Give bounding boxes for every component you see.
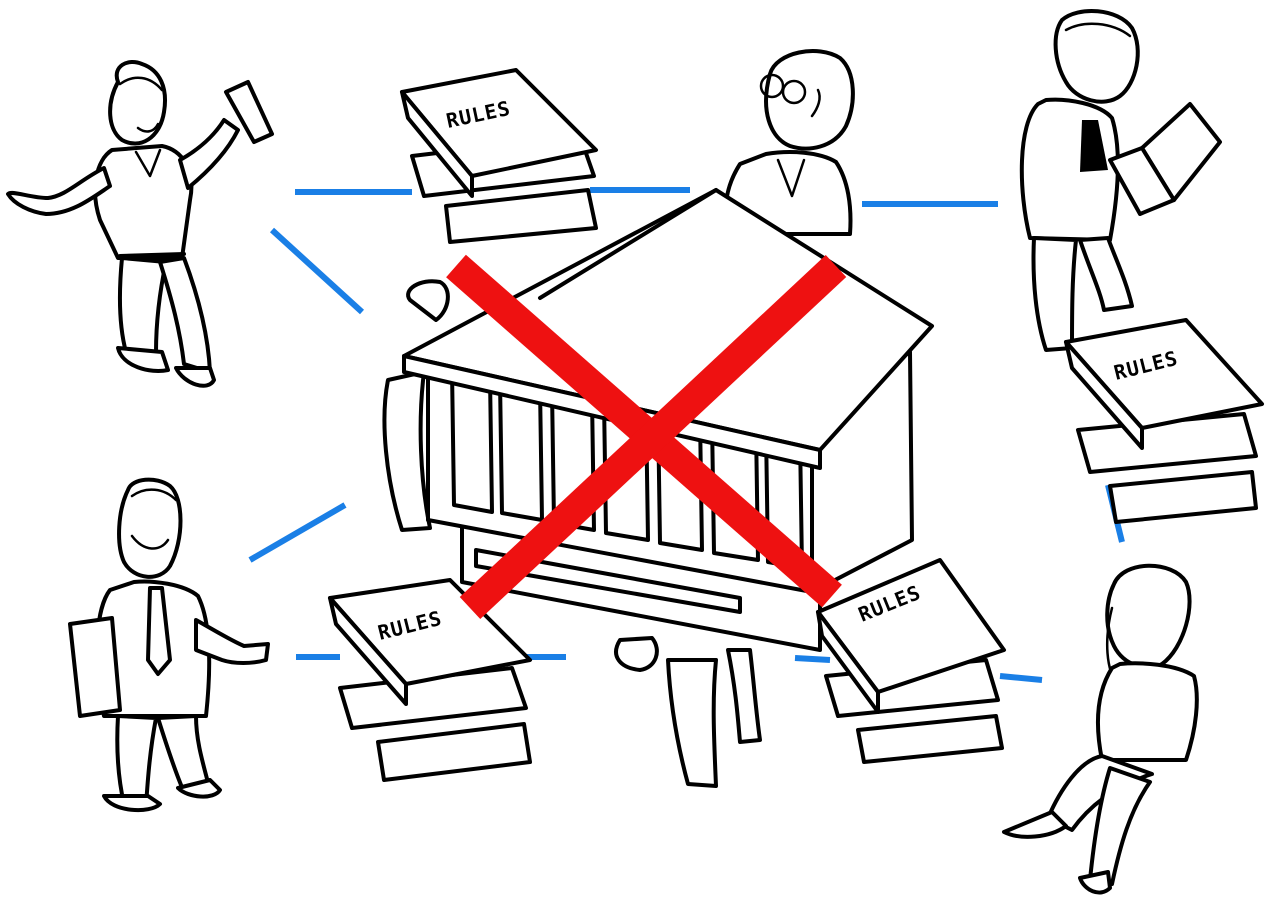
rule-book-stack-icon: RULES [1066, 320, 1262, 522]
connector-line [272, 230, 362, 312]
person-icon [70, 480, 268, 811]
connector-line [250, 505, 345, 560]
rule-book-stack-icon: RULES [330, 580, 530, 780]
rule-book-stack-icon: RULES [818, 560, 1004, 762]
connector-line [1000, 676, 1042, 680]
person-icon [1022, 11, 1220, 350]
connector-line [795, 658, 830, 660]
rule-book-stack-icon: RULES [402, 70, 596, 242]
person-icon [8, 62, 272, 386]
person-icon [1004, 566, 1197, 893]
